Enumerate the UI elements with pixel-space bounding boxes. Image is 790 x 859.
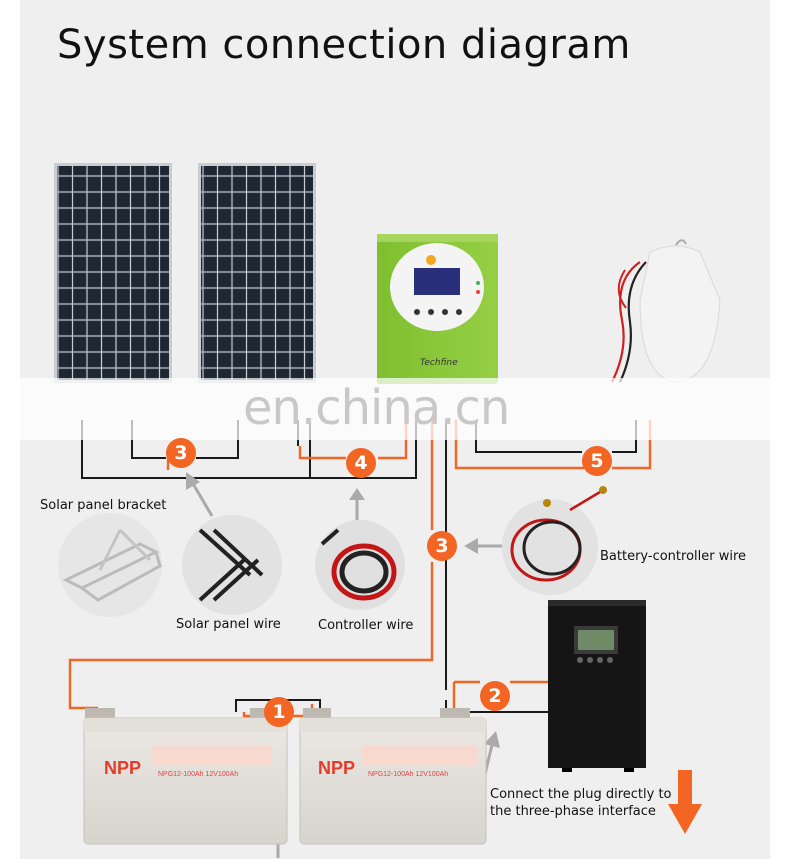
label-solar-panel-wire: Solar panel wire <box>176 617 281 632</box>
inverter <box>548 600 646 772</box>
battery-right-brand: NPP <box>318 758 355 779</box>
battery-left-brand: NPP <box>104 758 141 779</box>
battery-right-model: NPG12-100Ah 12V100Ah <box>368 771 448 778</box>
step-marker-3-middle: 3 <box>427 531 457 561</box>
label-connect-plug-1: Connect the plug directly to <box>490 787 672 802</box>
label-connect-plug-2: the three-phase interface <box>490 804 656 819</box>
step-marker-1: 1 <box>264 697 294 727</box>
step-marker-3-top: 3 <box>166 438 196 468</box>
battery-left-model: NPG12-100Ah 12V100Ah <box>158 771 238 778</box>
step-marker-5: 5 <box>582 446 612 476</box>
step-marker-2: 2 <box>480 681 510 711</box>
solar-wire-thumbnail <box>182 515 282 615</box>
controller-brand: Techfine <box>420 358 458 368</box>
label-controller-wire: Controller wire <box>318 618 413 633</box>
bracket-thumbnail <box>58 513 162 617</box>
solar-panel-right <box>198 163 316 383</box>
down-arrow-icon <box>668 770 702 834</box>
controller-wire-thumbnail <box>315 520 405 610</box>
label-battery-controller-wire: Battery-controller wire <box>600 549 746 564</box>
step-marker-4: 4 <box>346 448 376 478</box>
label-solar-panel-bracket: Solar panel bracket <box>40 498 166 513</box>
battery-wire-thumbnail <box>502 486 607 595</box>
dc-bulb <box>612 240 720 382</box>
solar-panel-left <box>54 163 172 383</box>
watermark-text: en.china.cn <box>243 380 509 436</box>
